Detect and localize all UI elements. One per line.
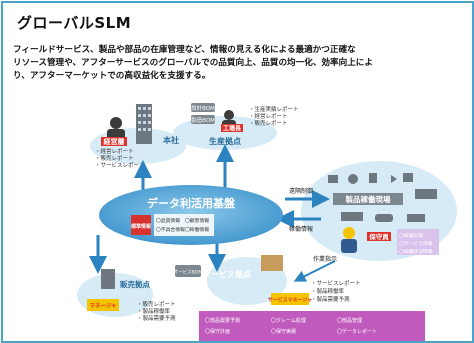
bottom-item: 〇保守計画: [205, 328, 230, 335]
hq-label: 本社: [162, 135, 179, 145]
sales-report: ・販売レポート: [137, 300, 176, 308]
slm-diagram: 経営層 本社 ・経営レポート ・販売レポート ・サービスレポート 設計BOM 製…: [77, 103, 457, 341]
operation-info-label: 稼働情報: [289, 225, 313, 233]
hub-item: 〇品質情報: [156, 217, 180, 224]
bottom-item: 〇クレーム処理: [271, 317, 306, 324]
hub-items-box: [154, 214, 214, 236]
description-line: り、アフターマーケットでの高収益化を支援する。: [13, 71, 211, 81]
standard-info-label: 標準情報: [131, 223, 152, 230]
site-label-box: [333, 193, 403, 205]
sales-role: マネージャ: [89, 302, 116, 310]
hub-item: 〇不具合情報: [156, 226, 185, 233]
factory-role: 工場長: [223, 125, 242, 133]
vehicle-icon: [407, 214, 425, 222]
site-item: 〇稼働日報: [399, 232, 423, 239]
site-equipment-icons: [328, 173, 413, 184]
sales-report: ・製品需要予測: [137, 314, 176, 322]
sales-report: ・製品稼働率: [137, 307, 171, 315]
description-line: フィールドサービス、製品や部品の在庫管理など、情報の見える化による最適かつ正確な: [13, 45, 356, 55]
truck-icon: [415, 189, 437, 199]
bottom-items-box: [199, 311, 425, 341]
service-manager-badge: [271, 293, 309, 305]
factory-report: ・生産実績レポート: [249, 105, 299, 113]
bottom-item: 〇保守実績: [271, 328, 296, 335]
site-item: 〇稼働状況情報: [399, 248, 433, 255]
design-bom-icon: [191, 103, 215, 112]
hub-label: データ利活用基盤: [147, 196, 236, 210]
remote-control-label: 遠隔制御: [289, 187, 313, 195]
bottom-item: 〇データレポート: [337, 328, 377, 335]
mfg-bom-label: 製造BOM: [191, 116, 215, 124]
service-report: ・製品需要予測: [311, 295, 350, 303]
service-report: ・製品稼働率: [311, 287, 345, 295]
hq-report: ・経営レポート: [95, 147, 134, 155]
plant-manager-icon: [224, 110, 234, 120]
factory-report: ・販売レポート: [249, 119, 288, 127]
design-bom-label: 設計BOM: [191, 104, 215, 112]
executive-icon: [110, 117, 122, 129]
parts-stock-icon: [261, 255, 283, 271]
service-report: ・サービスレポート: [311, 279, 361, 287]
service-role: サービスマネージャ: [268, 297, 313, 304]
factory-report: ・経営レポート: [249, 112, 288, 120]
description: フィールドサービス、製品や部品の在庫管理など、情報の見える化による最適かつ正確な…: [13, 44, 467, 83]
site-item: 〇サービス情報: [399, 240, 433, 247]
mfg-bom-icon: [191, 115, 215, 124]
maintenance-worker-icon: [343, 227, 355, 239]
sales-manager-badge: [87, 299, 119, 311]
hub-item: 〇稼働情報: [185, 226, 209, 233]
bottom-item: 〇部品需要予測: [205, 317, 240, 324]
factory-ellipse: [173, 116, 277, 150]
service-label: サービス拠点: [203, 269, 251, 279]
sales-building-icon: [101, 269, 115, 289]
factory-label: 生産拠点: [209, 136, 241, 146]
hq-report: ・サービスレポート: [95, 161, 145, 169]
site-role-badge: [367, 232, 391, 241]
page-title: グローバルSLM: [17, 14, 132, 32]
site-items-box: [397, 229, 439, 255]
work-instruction-arrow: [293, 260, 336, 282]
bottom-item: 〇部品管理: [337, 317, 362, 324]
hq-role: 経営層: [104, 137, 125, 146]
sales-label: 販売拠点: [120, 279, 150, 289]
hq-report: ・販売レポート: [95, 154, 134, 162]
car-icon: [375, 214, 393, 222]
crane-icon: [341, 212, 363, 221]
factory-role-badge: [221, 124, 243, 132]
standard-info-box: [131, 215, 151, 235]
service-bom-icon: [175, 265, 201, 277]
work-instruction-label: 作業指示: [313, 255, 337, 263]
service-bom-label: サービスBOM: [174, 269, 203, 276]
hub-item: 〇顧客情報: [185, 217, 209, 224]
description-line: リソース管理や、アフターサービスのグローバルでの品質向上、品質の均一化、効率向上…: [13, 58, 373, 68]
site-label: 製品稼働現場: [345, 194, 391, 204]
site-role: 保守員: [368, 232, 389, 241]
hq-role-badge: [101, 137, 127, 146]
